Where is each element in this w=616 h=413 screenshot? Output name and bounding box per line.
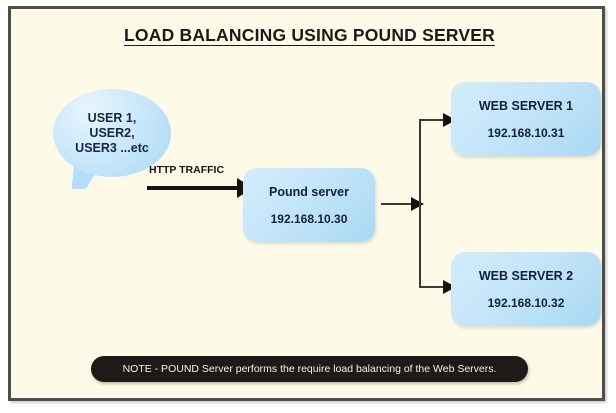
pound-to-trunk-arrow-head-icon [411,197,424,211]
node-pound-server-ip: 192.168.10.30 [270,211,348,226]
branch-to-web1-line [419,119,449,121]
node-web-server-2: WEB SERVER 2 192.168.10.32 [451,252,601,326]
users-line-2: USER2, [89,126,135,140]
speech-bubble-shape [53,89,171,177]
users-line-3: USER3 ...etc [75,141,149,155]
note-bar: NOTE - POUND Server performs the require… [91,356,528,382]
diagram-panel: LOAD BALANCING USING POUND SERVER USER 1… [8,6,605,401]
page-title: LOAD BALANCING USING POUND SERVER [124,25,495,45]
pound-to-trunk-line [381,203,415,205]
http-traffic-label: HTTP TRAFFIC [149,164,225,176]
node-web-server-2-title: WEB SERVER 2 [478,268,574,283]
users-cloud-label: USER 1, USER2, USER3 ...etc [53,111,171,156]
http-traffic-arrow-line [147,186,241,190]
node-web-server-1-ip: 192.168.10.31 [487,125,565,140]
branch-to-web2-line [419,286,449,288]
node-web-server-1: WEB SERVER 1 192.168.10.31 [451,82,601,156]
node-web-server-1-title: WEB SERVER 1 [478,98,574,113]
note-text: NOTE - POUND Server performs the require… [122,363,497,375]
users-cloud: USER 1, USER2, USER3 ...etc [53,89,171,189]
node-pound-server: Pound server 192.168.10.30 [243,168,375,242]
distribution-trunk-line [419,120,421,288]
users-line-1: USER 1, [87,111,137,125]
node-web-server-2-ip: 192.168.10.32 [487,295,565,310]
node-pound-server-title: Pound server [269,184,349,199]
